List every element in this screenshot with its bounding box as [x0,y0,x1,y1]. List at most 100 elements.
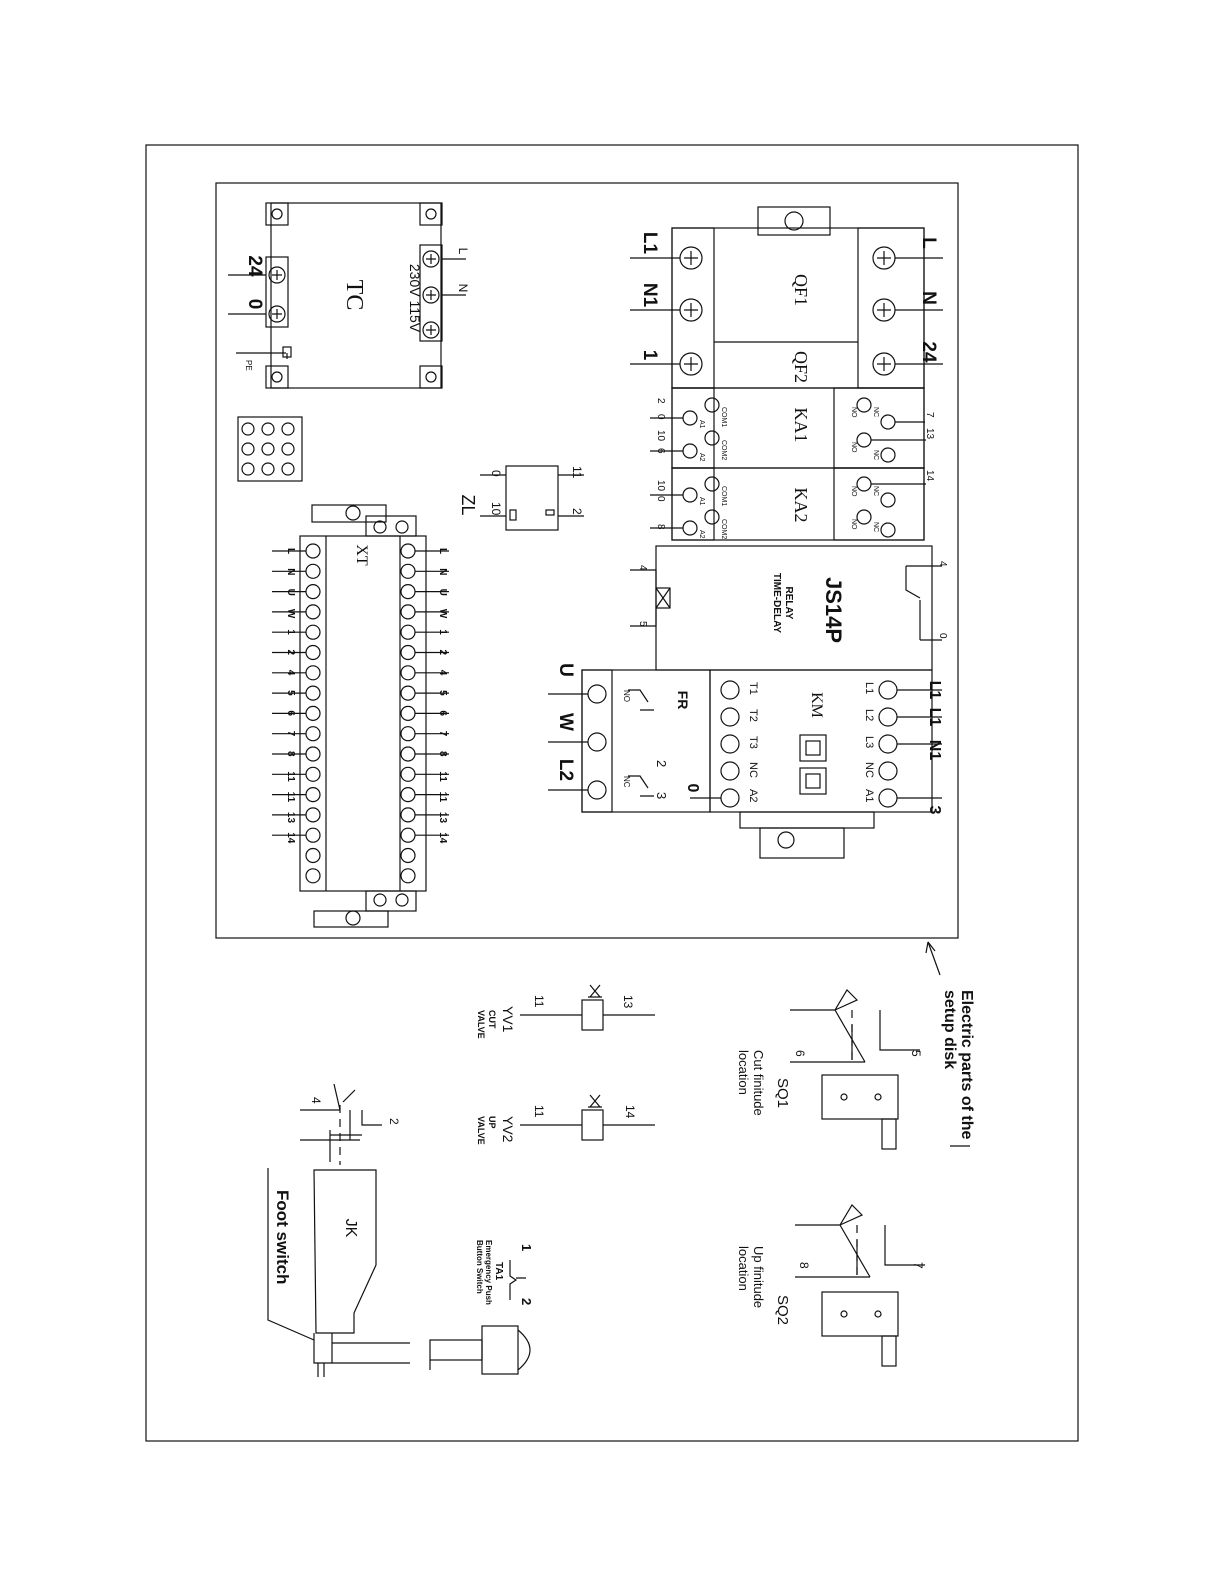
xt-screw [400,563,416,579]
emergency-button-ta1: 1 2 TA1 Emergency Push Button Switch [429,1240,534,1375]
zl-pin-11: 11 [570,466,584,479]
js14p-wire-4r: 4 [937,561,948,567]
xt-screw [305,624,321,640]
ta1-pin-2: 2 [519,1298,534,1305]
xt-screw [305,847,321,864]
tc-label: TC [341,280,367,311]
km-t1: T1 [747,682,759,695]
qf1-out-l: L [918,237,939,249]
js14p-label: JS14P [821,577,846,643]
xt-label: XT [353,544,370,566]
fr-out-l2: L2 [555,759,576,781]
relay-ka2: KA2 A1 A2 COM1 COM2 NC NO NO NC 10 0 8 1… [650,467,935,541]
ka2-no2: NO [850,519,857,530]
tc-voltage: 230V 115V [407,264,423,333]
sq1-pin-5: 5 [909,1050,923,1057]
ka2-wire-14: 14 [924,470,935,482]
yv1-desc2: VALVE [476,1010,486,1039]
setup-disk-caption: Electric parts of the setup disk [925,941,975,1147]
km-t2: T2 [747,709,759,722]
sq1-label: SQ1 [774,1078,791,1108]
ka1-a2: A2 [698,453,705,462]
ta1-pin-1: 1 [519,1244,534,1251]
xt-screw [400,604,416,620]
sq2-desc2: location [736,1246,751,1291]
ka2-label: KA2 [791,488,811,523]
xt-screw [400,786,416,803]
xt-term-left: 4 [285,670,296,676]
yv2-pin-14: 14 [623,1105,637,1119]
xt-term-left: 8 [285,751,296,757]
xt-screw [305,868,321,884]
valve-yv1: 11 13 YV1 CUT VALVE [476,984,655,1039]
xt-term-left: 7 [285,731,296,737]
sq1-desc2: location [736,1050,751,1095]
yv1-pin-13: 13 [621,995,635,1009]
xt-screw [305,705,321,722]
sq2-pin-7: 7 [911,1262,925,1269]
foot-switch-label: Foot switch [273,1190,292,1284]
qf1-out-n: N [918,291,939,305]
yv2-desc1: UP [487,1116,497,1129]
xt-term-right: W [437,609,448,619]
xt-screw [305,604,321,620]
sq2-pin-8: 8 [797,1262,811,1269]
ka1-label: KA1 [791,408,811,443]
xt-term-left: W [285,609,296,619]
fr-out-u: U [555,663,576,677]
xt-term-left: 11 [285,792,296,803]
rectifier-zl: ZL 0 11 10 2 [458,465,584,531]
xt-screw [400,807,416,823]
xt-screw [305,807,321,823]
page-border [145,144,1079,1442]
ka1-a1: A1 [698,420,705,429]
xt-screw [400,644,416,661]
xt-term-left: 13 [285,812,296,824]
js14p-wire-0: 0 [937,633,948,639]
zl-pin-0: 0 [489,470,503,477]
yv2-pin-11: 11 [532,1105,546,1118]
ka2-wire-0: 0 [655,496,666,502]
tc-pin-l: L [456,248,470,255]
xt-screw [305,766,321,782]
km-wire-0: 0 [684,784,701,793]
xt-screw [305,827,321,843]
sq1-desc1: Cut finitude [751,1050,766,1116]
xt-term-left: L [285,548,296,554]
xt-term-right: 13 [437,812,448,824]
xt-screw [400,868,416,884]
xt-term-left: 6 [285,710,296,716]
xt-term-left: 1 [285,629,296,635]
xt-screw [400,685,416,701]
time-delay-relay-js14p: JS14P TIME-DELAY RELAY 4 5 4 0 [630,545,948,671]
ka2-a2: A2 [698,530,705,539]
xt-term-right: 5 [437,690,448,696]
ka1-nc1: NC [872,407,879,417]
qf1-in-l1: L1 [639,232,660,255]
xt-term-right: 7 [437,731,448,737]
qf2-out-24: 24 [918,341,939,363]
fr-label: FR [675,691,691,710]
km-l3: L3 [863,736,875,748]
ka2-com1: COM1 [720,486,727,506]
xt-screw [400,624,416,640]
caption-line1: Electric parts of the [958,990,975,1139]
ka1-wire-7: 7 [924,412,935,418]
km-l1: L1 [863,682,875,694]
xt-screw [305,665,321,681]
xt-screw [400,665,416,681]
ka2-com2: COM2 [720,519,727,539]
tc-pe: PE [244,360,253,371]
zl-label: ZL [458,494,478,515]
xt-term-left: 14 [285,832,296,844]
xt-screw [400,726,416,742]
ka1-wire-10: 10 [655,430,666,442]
ka1-wire-2: 2 [655,398,666,404]
sq2-desc1: Up finitude [751,1246,766,1308]
ka1-no2: NO [850,442,857,453]
valve-yv2: 11 14 YV2 UP VALVE [476,1094,655,1145]
fr-pin-3: 3 [654,792,669,799]
ta1-desc1: Emergency Push [484,1240,493,1305]
km-nc-b: NC [863,762,875,778]
